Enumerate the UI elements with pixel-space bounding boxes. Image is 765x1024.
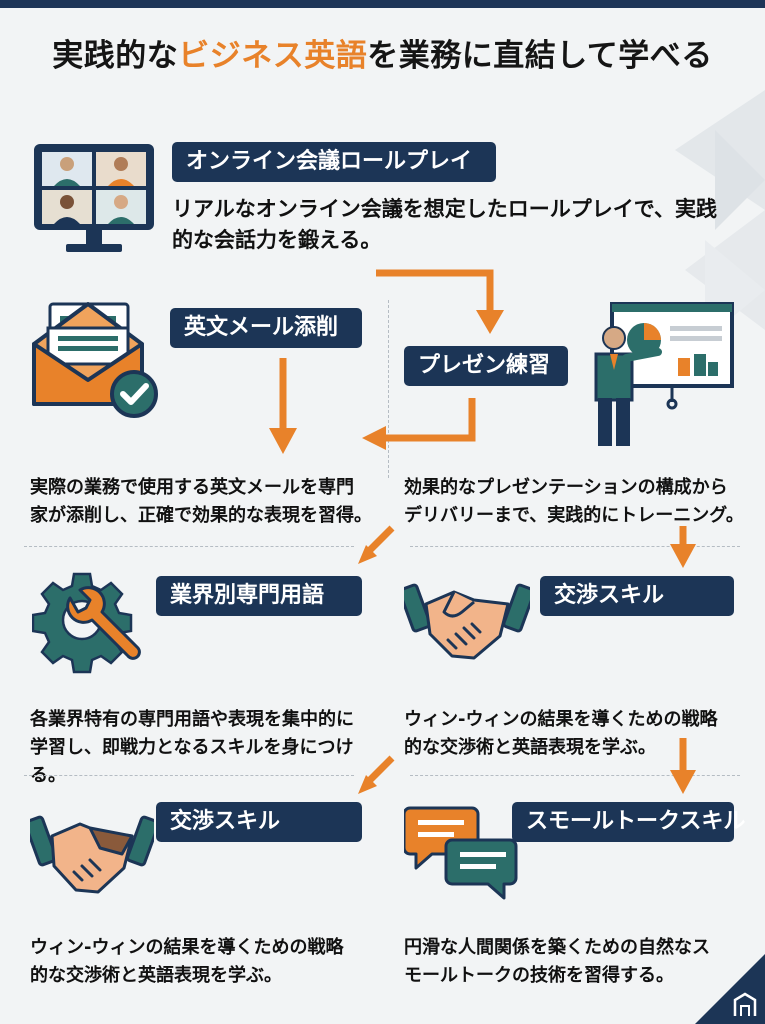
section-label-small-talk: スモールトークスキル bbox=[512, 802, 745, 842]
top-accent-bar bbox=[0, 0, 765, 8]
desc-line: モールトークの技術を習得する。 bbox=[404, 965, 674, 986]
title-lead: 実践的な bbox=[52, 38, 179, 74]
desc-line: ウィン-ウィンの結果を導くための戦略 bbox=[404, 709, 718, 730]
video-conference-icon bbox=[34, 144, 154, 252]
section-label-online-meeting: オンライン会議ロールプレイ bbox=[172, 142, 496, 182]
arrowhead bbox=[476, 310, 504, 334]
desc-line: 的な交渉術と英語表現を学ぶ。 bbox=[30, 965, 282, 986]
arrowhead bbox=[670, 544, 696, 568]
desc-line: 実際の業務で使用する英文メールを専門 bbox=[30, 477, 354, 498]
section-label-negotiation-right: 交渉スキル bbox=[540, 576, 734, 616]
row-divider bbox=[24, 775, 354, 776]
section-desc-negotiation-left: ウィン-ウィンの結果を導くための戦略 的な交渉術と英語表現を学ぶ。 bbox=[30, 934, 385, 990]
email-check-icon bbox=[32, 302, 158, 418]
gear-wrench-icon bbox=[32, 572, 141, 674]
section-desc-small-talk: 円滑な人間関係を築くための自然なス モールトークの技術を習得する。 bbox=[404, 934, 749, 990]
row-divider bbox=[410, 546, 740, 547]
handshake-icon bbox=[404, 583, 530, 660]
section-label-presentation: プレゼン練習 bbox=[404, 346, 568, 386]
desc-line: 各業界特有の専門用語や表現を集中的に bbox=[30, 709, 354, 730]
desc-line: ウィン-ウィンの結果を導くための戦略 bbox=[30, 937, 344, 958]
speech-bubbles-icon bbox=[404, 806, 518, 900]
page-title: 実践的なビジネス英語を業務に直結して学べる bbox=[0, 30, 765, 75]
arrowhead bbox=[670, 770, 696, 794]
title-tail: を業務に直結して学べる bbox=[367, 38, 713, 74]
desc-line: 的な交渉術と英語表現を学ぶ。 bbox=[404, 737, 656, 758]
desc-line: 学習し、即戦力となるスキルを身につける。 bbox=[30, 737, 354, 786]
desc-line: 家が添削し、正確で効果的な表現を習得。 bbox=[30, 505, 372, 526]
arrowhead bbox=[362, 426, 386, 450]
desc-line: リアルなオンライン会議を想定したロールプレイで、実践 bbox=[172, 197, 717, 221]
title-accent: ビジネス英語 bbox=[178, 38, 368, 74]
section-label-email-correction: 英文メール添削 bbox=[170, 308, 362, 348]
arrowhead bbox=[269, 428, 297, 454]
row-divider bbox=[410, 775, 740, 776]
desc-line: 的な会話力を鍛える。 bbox=[172, 228, 382, 252]
section-desc-presentation: 効果的なプレゼンテーションの構成から デリバリーまで、実践的にトレーニング。 bbox=[404, 474, 749, 530]
desc-line: 効果的なプレゼンテーションの構成から bbox=[404, 477, 728, 498]
presenter-icon bbox=[594, 302, 734, 446]
section-label-negotiation-left: 交渉スキル bbox=[156, 802, 362, 842]
desc-line: 円滑な人間関係を築くための自然なス bbox=[404, 937, 710, 958]
row-divider bbox=[24, 546, 354, 547]
section-label-industry-terms: 業界別専門用語 bbox=[156, 576, 362, 616]
section-desc-email-correction: 実際の業務で使用する英文メールを専門 家が添削し、正確で効果的な表現を習得。 bbox=[30, 474, 385, 530]
arrowhead bbox=[358, 545, 377, 564]
corner-logo-icon bbox=[695, 954, 765, 1024]
section-desc-online-meeting: リアルなオンライン会議を想定したロールプレイで、実践 的な会話力を鍛える。 bbox=[172, 194, 752, 256]
flow-arrow bbox=[382, 398, 476, 442]
section-desc-negotiation-right: ウィン-ウィンの結果を導くための戦略 的な交渉術と英語表現を学ぶ。 bbox=[404, 706, 749, 762]
desc-line: デリバリーまで、実践的にトレーニング。 bbox=[404, 505, 744, 526]
column-divider bbox=[388, 300, 389, 478]
handshake-icon bbox=[30, 815, 154, 894]
section-desc-industry-terms: 各業界特有の専門用語や表現を集中的に 学習し、即戦力となるスキルを身につける。 bbox=[30, 706, 385, 790]
flow-arrow bbox=[376, 269, 494, 312]
flow-arrow bbox=[367, 525, 395, 553]
